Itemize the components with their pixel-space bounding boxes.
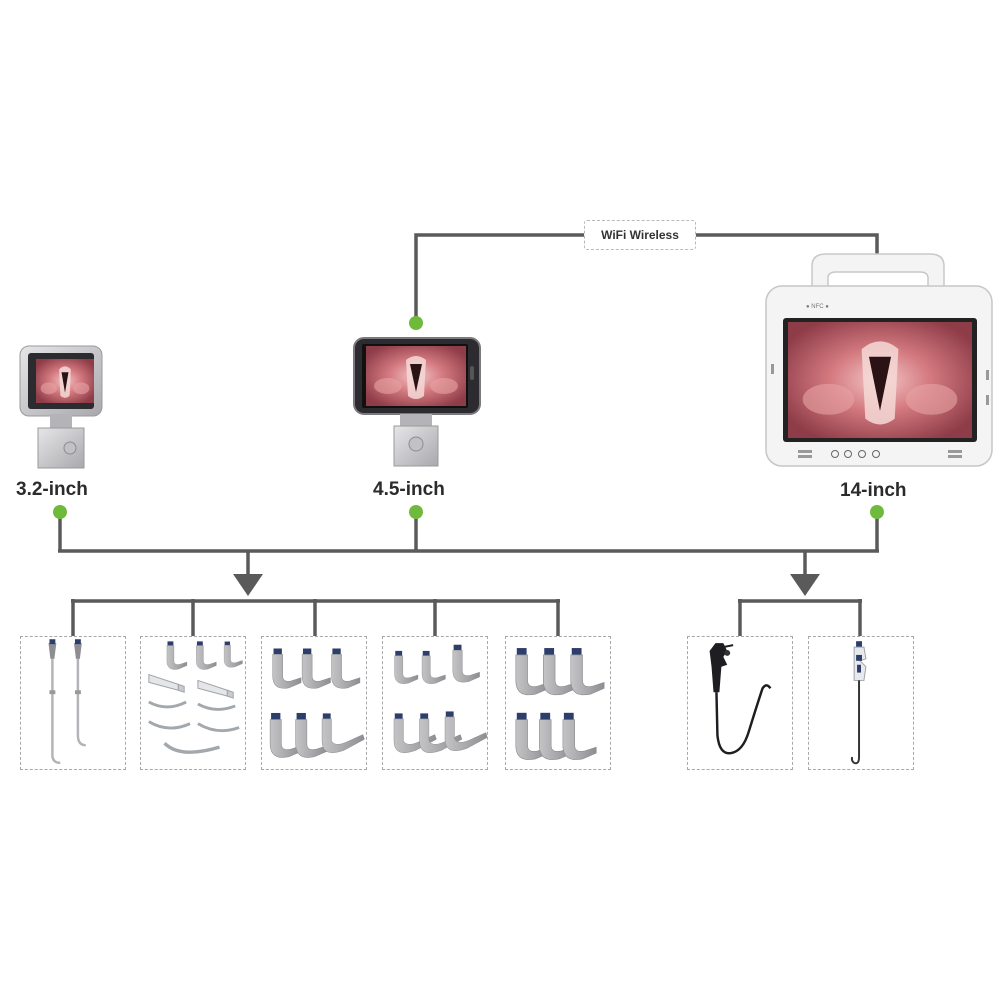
wifi-link [414,233,879,322]
accessory-blade-set-c [505,636,611,770]
laryngoscope-blade-icon [393,644,487,753]
accessory-guide-scope [808,636,914,770]
connection-node [409,316,423,330]
accessory-stylet-set [20,636,126,770]
handheld-monitor-icon [19,345,103,469]
device-label-3-2-inch: 3.2-inch [16,479,88,500]
transparent-blade-icon [148,641,243,754]
connection-node [53,505,67,519]
accessory-blade-set-a [261,636,367,770]
laryngoscope-blade-icon [515,647,605,760]
arrow-down-icon [790,574,820,596]
guide-scope-icon [850,641,867,765]
wifi-wireless-label: WiFi Wireless [584,220,696,250]
accessory-blade-set-b [382,636,488,770]
accessory-clear-blade-set [140,636,246,770]
connection-node [870,505,884,519]
device-label-4-5-inch: 4.5-inch [373,479,445,500]
connection-node [409,505,423,519]
svg-text:● NFC ●: ● NFC ● [806,304,829,310]
device-bus [58,512,879,636]
tablet-monitor-icon: ● NFC ● [765,253,993,467]
device-label-14-inch: 14-inch [840,480,907,501]
flexible-endoscope-icon [709,643,772,755]
intubation-stylet-icon [48,639,86,765]
arrow-down-icon [233,574,263,596]
handheld-monitor-icon [353,337,481,467]
accessory-flexible-scope [687,636,793,770]
laryngoscope-blade-icon [269,648,365,758]
